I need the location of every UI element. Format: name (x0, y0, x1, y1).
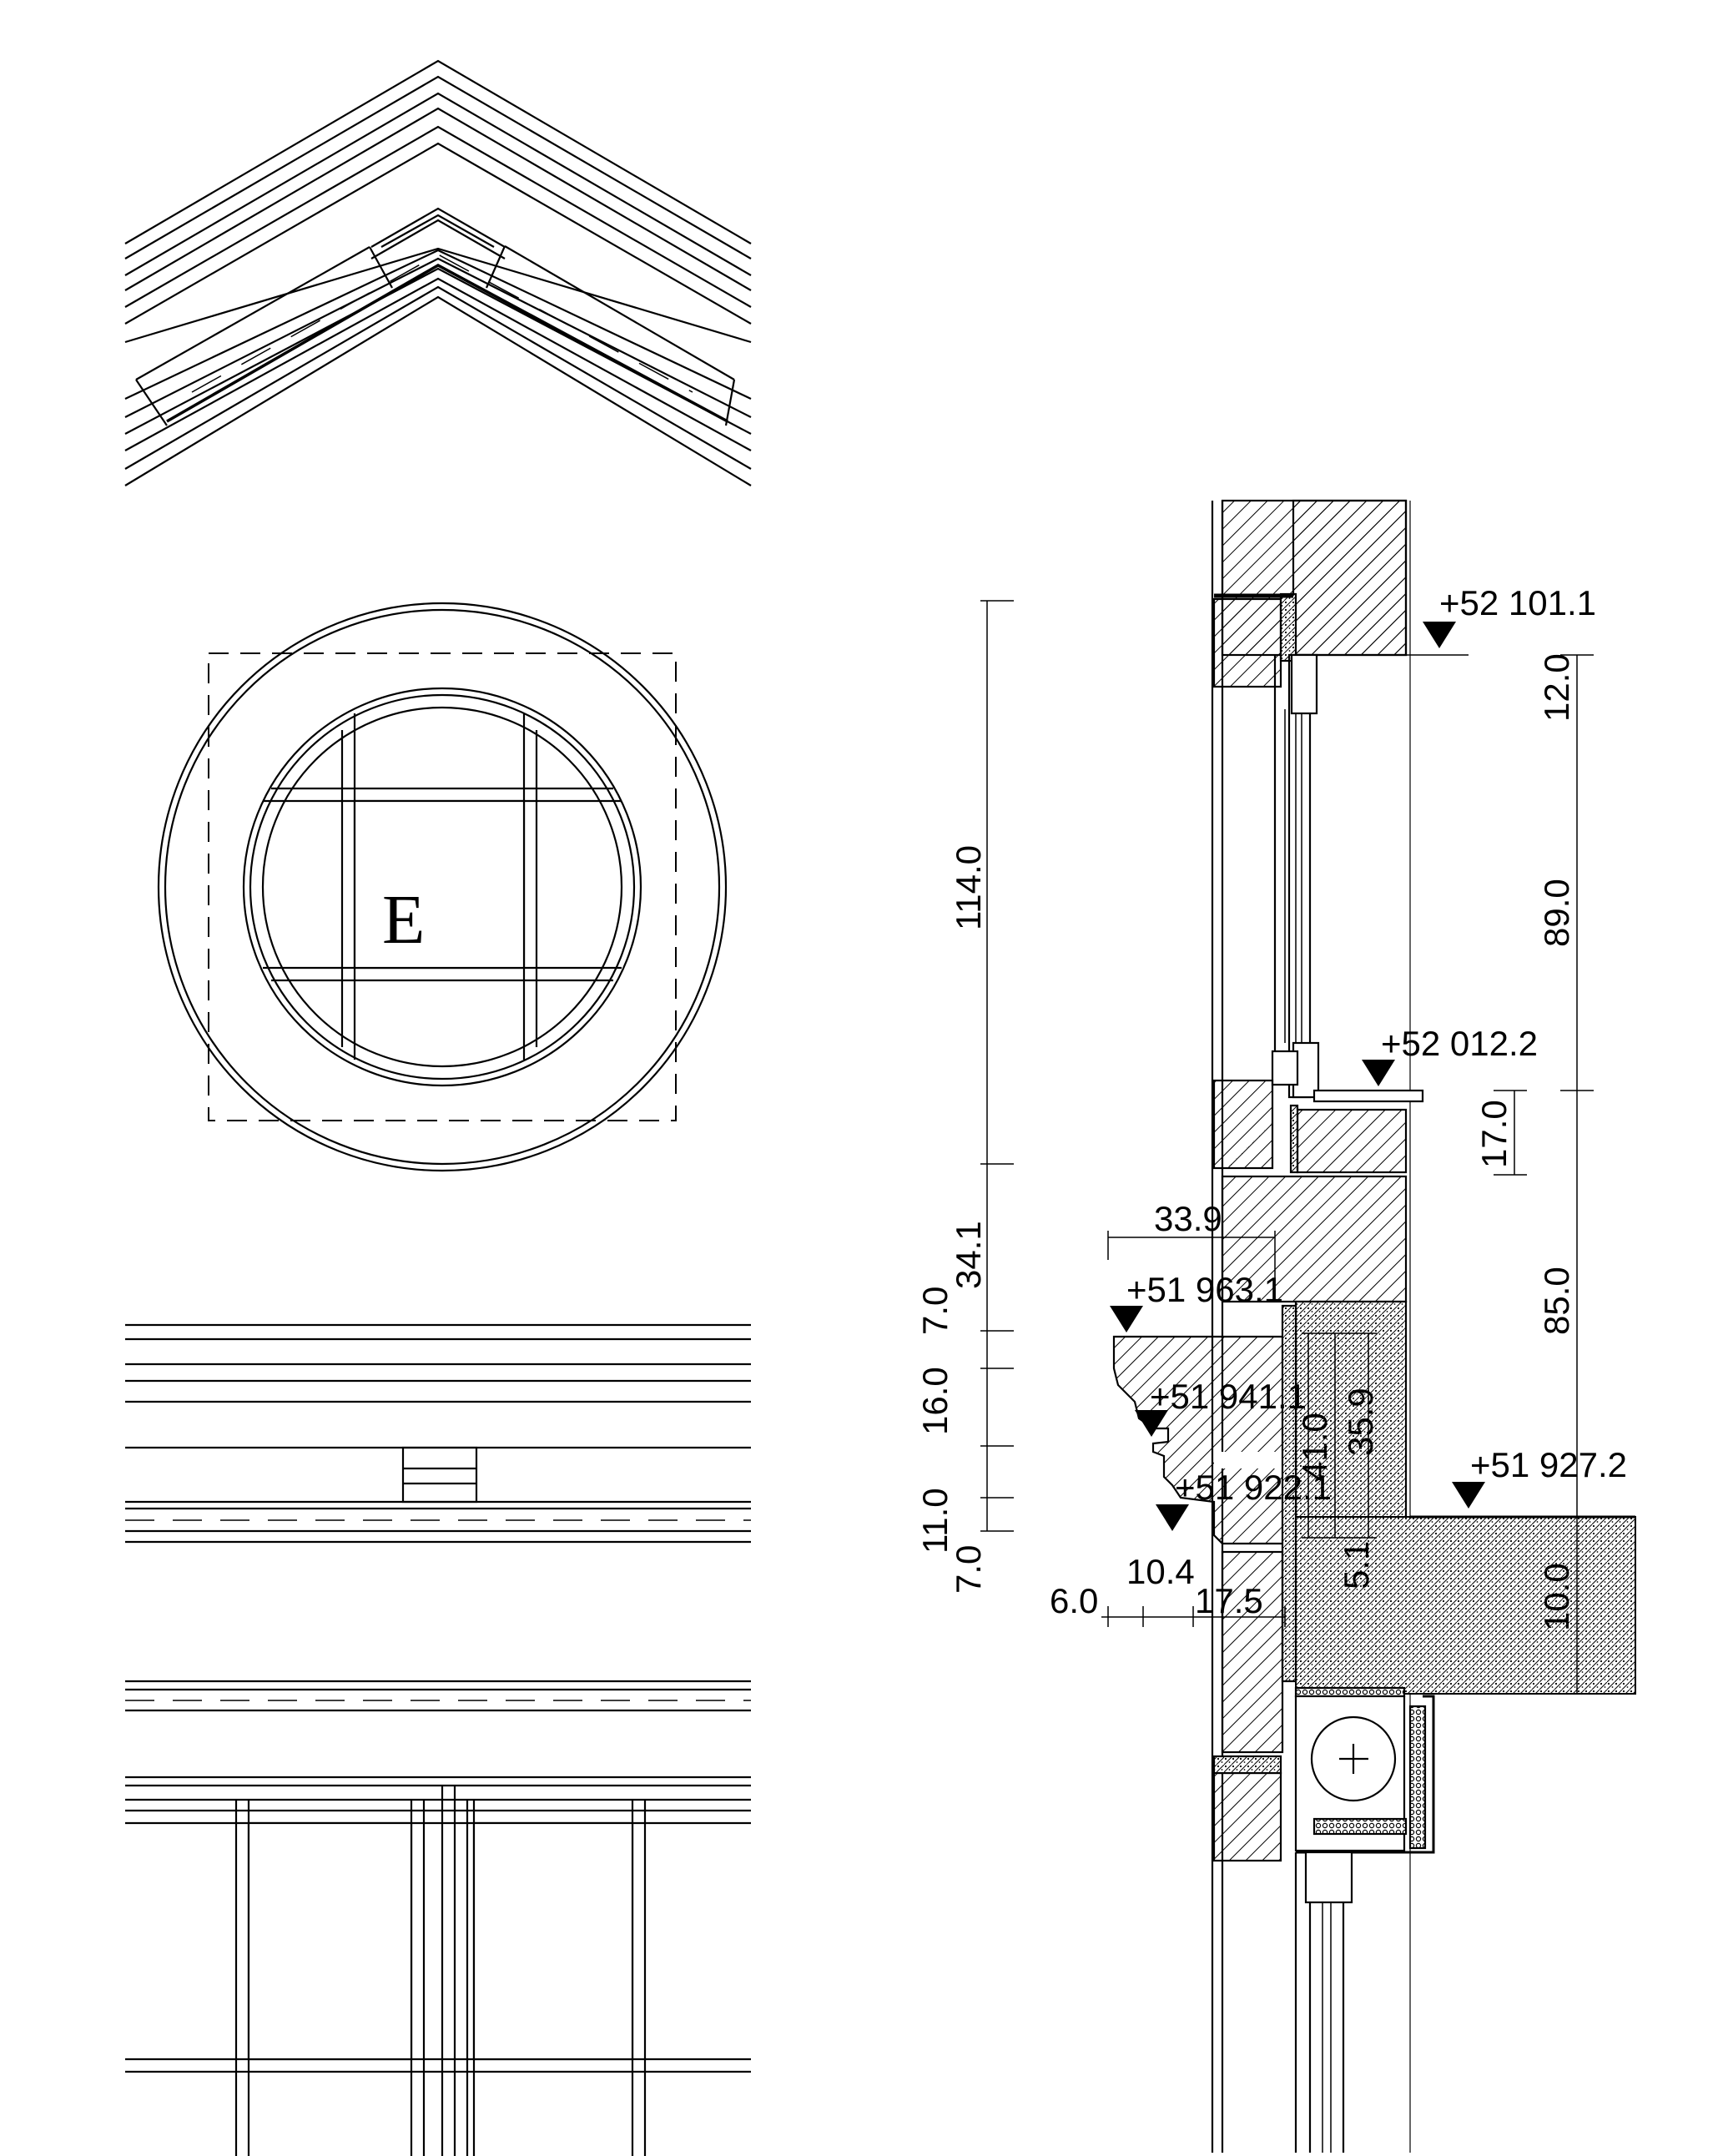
dim-7-0-bottom: 7.0 (949, 1545, 988, 1594)
dim-5-1: 5.1 (1337, 1541, 1376, 1589)
dim-10-4: 10.4 (1126, 1552, 1195, 1591)
dim-17-0: 17.0 (1474, 1100, 1514, 1168)
level-51927: +51 927.2 (1470, 1445, 1627, 1484)
wall-section (1112, 499, 1636, 2153)
dim-33-9: 33.9 (1154, 1199, 1222, 1238)
dim-16-0: 16.0 (915, 1367, 955, 1435)
dim-89-0: 89.0 (1537, 879, 1576, 947)
level-markers (1110, 622, 1485, 1531)
window-label: E (382, 881, 425, 959)
level-51941: +51 941.1 (1150, 1377, 1307, 1416)
dim-114: 114.0 (949, 845, 988, 930)
entablature-elevation (125, 1323, 751, 2156)
dimension-lines (980, 600, 1594, 1695)
dim-7-0-top: 7.0 (915, 1287, 955, 1335)
level-52101: +52 101.1 (1439, 583, 1596, 622)
dim-85-0: 85.0 (1537, 1267, 1576, 1335)
pediment-elevation (124, 59, 752, 486)
dim-35-9: 35.9 (1341, 1388, 1380, 1456)
oculus-window-elevation (157, 602, 728, 1172)
dim-6-0: 6.0 (1050, 1581, 1098, 1620)
dim-34-1: 34.1 (949, 1221, 988, 1289)
dim-41-0: 41.0 (1295, 1413, 1334, 1481)
level-51922: +51 922.1 (1175, 1468, 1332, 1507)
dim-12-0: 12.0 (1537, 653, 1576, 722)
dim-10-0: 10.0 (1537, 1563, 1576, 1631)
level-51963: +51 963.1 (1126, 1270, 1283, 1309)
level-52012: +52 012.2 (1381, 1024, 1538, 1063)
dim-11-0: 11.0 (915, 1488, 955, 1554)
dim-17-5: 17.5 (1195, 1581, 1263, 1620)
